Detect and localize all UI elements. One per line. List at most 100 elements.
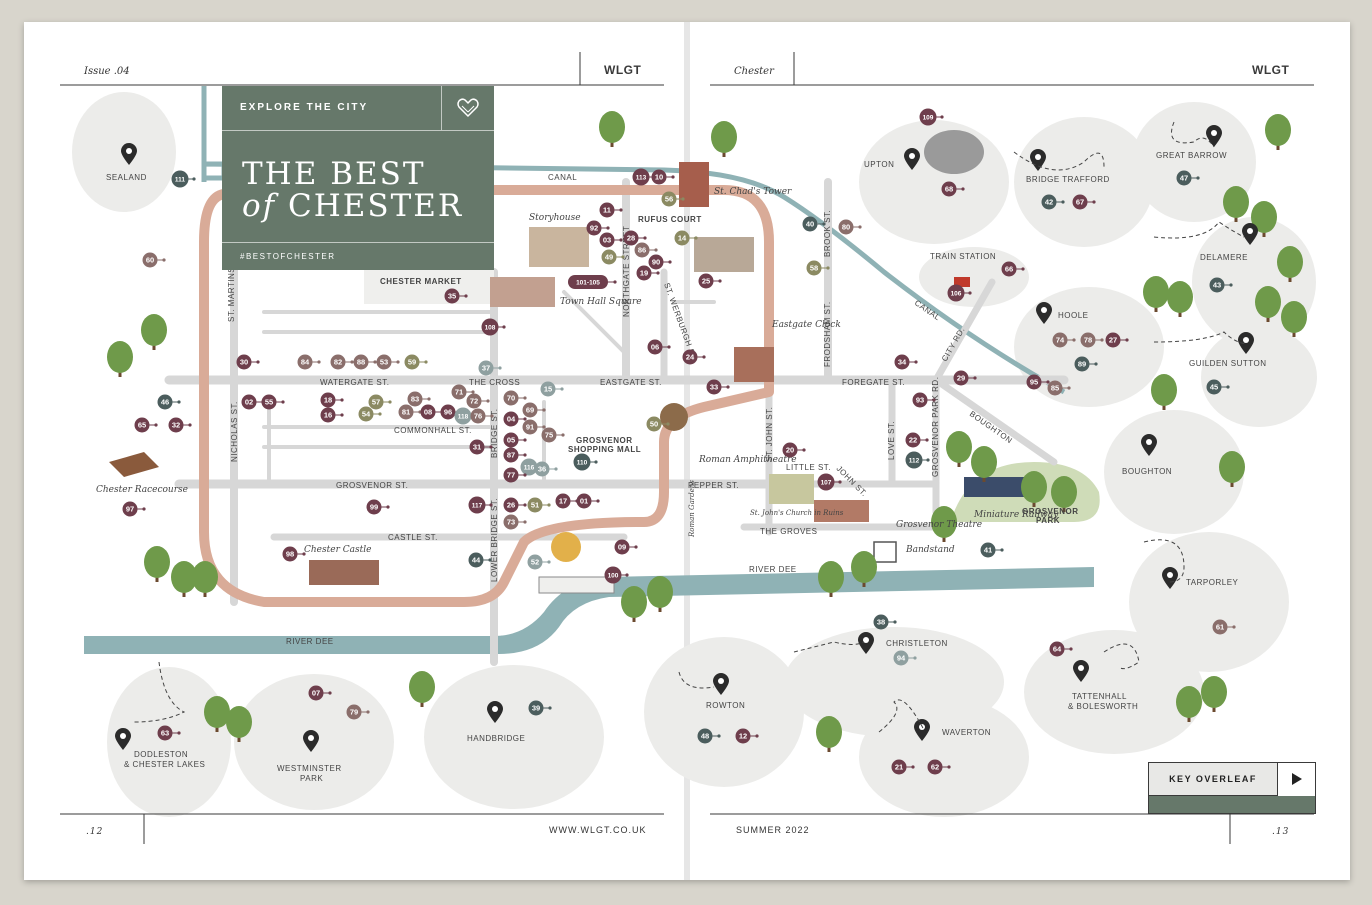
map-marker-15[interactable]: 15 <box>540 381 564 397</box>
map-marker-97[interactable]: 97 <box>122 501 146 517</box>
map-marker-72[interactable]: 72 <box>466 393 490 409</box>
map-marker-28[interactable]: 28 <box>623 230 647 246</box>
map-marker-53[interactable]: 53 <box>376 354 400 370</box>
map-marker-79[interactable]: 79 <box>346 704 370 720</box>
map-marker-66[interactable]: 66 <box>1001 261 1025 277</box>
map-marker-29[interactable]: 29 <box>953 370 977 386</box>
map-marker-86[interactable]: 86 <box>634 242 658 258</box>
map-marker-62[interactable]: 62 <box>927 759 951 775</box>
map-marker-37[interactable]: 37 <box>478 360 502 376</box>
map-marker-75[interactable]: 75 <box>541 427 565 443</box>
map-marker-35[interactable]: 35 <box>444 288 468 304</box>
map-marker-71[interactable]: 71 <box>451 384 475 400</box>
map-marker-111[interactable]: 111 <box>171 170 196 188</box>
map-marker-64[interactable]: 64 <box>1049 641 1073 657</box>
map-marker-17[interactable]: 17 <box>555 493 579 509</box>
map-marker-101-105[interactable]: 101-105 <box>568 275 617 289</box>
map-marker-25[interactable]: 25 <box>698 273 722 289</box>
map-marker-12[interactable]: 12 <box>735 728 759 744</box>
map-marker-106[interactable]: 106 <box>947 284 972 302</box>
map-marker-32[interactable]: 32 <box>168 417 192 433</box>
map-marker-74[interactable]: 74 <box>1052 332 1076 348</box>
map-marker-73[interactable]: 73 <box>503 514 527 530</box>
map-marker-39[interactable]: 39 <box>528 700 552 716</box>
map-marker-45[interactable]: 45 <box>1206 379 1230 395</box>
map-marker-78[interactable]: 78 <box>1080 332 1104 348</box>
map-marker-11[interactable]: 11 <box>599 202 623 218</box>
map-marker-82[interactable]: 82 <box>330 354 354 370</box>
map-marker-19[interactable]: 19 <box>636 265 660 281</box>
map-marker-60[interactable]: 60 <box>142 252 166 268</box>
map-marker-81[interactable]: 81 <box>398 404 422 420</box>
map-marker-44[interactable]: 44 <box>468 552 492 568</box>
map-marker-110[interactable]: 110 <box>573 453 598 471</box>
map-marker-93[interactable]: 93 <box>912 392 936 408</box>
map-marker-109[interactable]: 109 <box>919 108 944 126</box>
map-marker-80[interactable]: 80 <box>838 219 862 235</box>
map-marker-94[interactable]: 94 <box>893 650 917 666</box>
map-marker-18[interactable]: 18 <box>320 392 344 408</box>
map-marker-98[interactable]: 98 <box>282 546 306 562</box>
map-marker-01[interactable]: 01 <box>576 493 600 509</box>
map-marker-49[interactable]: 49 <box>601 249 625 265</box>
map-marker-42[interactable]: 42 <box>1041 194 1065 210</box>
map-marker-70[interactable]: 70 <box>503 390 527 406</box>
map-marker-02[interactable]: 02 <box>241 394 265 410</box>
map-marker-57[interactable]: 57 <box>368 394 392 410</box>
map-marker-16[interactable]: 16 <box>320 407 344 423</box>
map-marker-21[interactable]: 21 <box>891 759 915 775</box>
map-marker-47[interactable]: 47 <box>1176 170 1200 186</box>
map-marker-88[interactable]: 88 <box>353 354 377 370</box>
map-marker-20[interactable]: 20 <box>782 442 806 458</box>
map-marker-99[interactable]: 99 <box>366 499 390 515</box>
map-marker-08[interactable]: 08 <box>420 404 444 420</box>
map-marker-85[interactable]: 85 <box>1047 380 1071 396</box>
map-marker-41[interactable]: 41 <box>980 542 1004 558</box>
map-marker-09[interactable]: 09 <box>614 539 638 555</box>
map-marker-04[interactable]: 04 <box>503 411 527 427</box>
map-marker-112[interactable]: 112 <box>905 451 930 469</box>
map-marker-100[interactable]: 100 <box>604 566 629 584</box>
map-marker-03[interactable]: 03 <box>599 232 623 248</box>
map-marker-58[interactable]: 58 <box>806 260 830 276</box>
map-marker-46[interactable]: 46 <box>157 394 181 410</box>
map-marker-48[interactable]: 48 <box>697 728 721 744</box>
map-marker-91[interactable]: 91 <box>522 419 546 435</box>
map-marker-63[interactable]: 63 <box>157 725 181 741</box>
map-marker-117[interactable]: 117 <box>468 496 493 514</box>
map-marker-55[interactable]: 55 <box>261 394 285 410</box>
map-marker-84[interactable]: 84 <box>297 354 321 370</box>
map-marker-14[interactable]: 14 <box>674 230 698 246</box>
map-marker-61[interactable]: 61 <box>1212 619 1236 635</box>
play-arrow-icon[interactable] <box>1278 763 1315 795</box>
map-marker-33[interactable]: 33 <box>706 379 730 395</box>
map-marker-30[interactable]: 30 <box>236 354 260 370</box>
map-marker-50[interactable]: 50 <box>646 416 670 432</box>
map-marker-22[interactable]: 22 <box>905 432 929 448</box>
map-marker-26[interactable]: 26 <box>503 497 527 513</box>
map-marker-34[interactable]: 34 <box>894 354 918 370</box>
map-marker-77[interactable]: 77 <box>503 467 527 483</box>
map-marker-69[interactable]: 69 <box>522 402 546 418</box>
map-marker-31[interactable]: 31 <box>469 439 493 455</box>
map-marker-107[interactable]: 107 <box>817 473 842 491</box>
key-overleaf-box[interactable]: KEY OVERLEAF <box>1148 762 1316 814</box>
map-marker-83[interactable]: 83 <box>407 391 431 407</box>
map-marker-67[interactable]: 67 <box>1072 194 1096 210</box>
map-marker-10[interactable]: 10 <box>651 169 675 185</box>
map-marker-05[interactable]: 05 <box>503 432 527 448</box>
map-marker-87[interactable]: 87 <box>503 447 527 463</box>
map-marker-92[interactable]: 92 <box>586 220 610 236</box>
map-marker-54[interactable]: 54 <box>358 406 382 422</box>
map-marker-24[interactable]: 24 <box>682 349 706 365</box>
map-marker-06[interactable]: 06 <box>647 339 671 355</box>
map-marker-43[interactable]: 43 <box>1209 277 1233 293</box>
map-marker-108[interactable]: 108 <box>481 318 506 336</box>
map-marker-52[interactable]: 52 <box>527 554 551 570</box>
map-marker-68[interactable]: 68 <box>941 181 965 197</box>
map-marker-38[interactable]: 38 <box>873 614 897 630</box>
map-marker-76[interactable]: 76 <box>470 408 494 424</box>
map-marker-36[interactable]: 36 <box>534 461 558 477</box>
map-marker-59[interactable]: 59 <box>404 354 428 370</box>
map-marker-27[interactable]: 27 <box>1105 332 1129 348</box>
